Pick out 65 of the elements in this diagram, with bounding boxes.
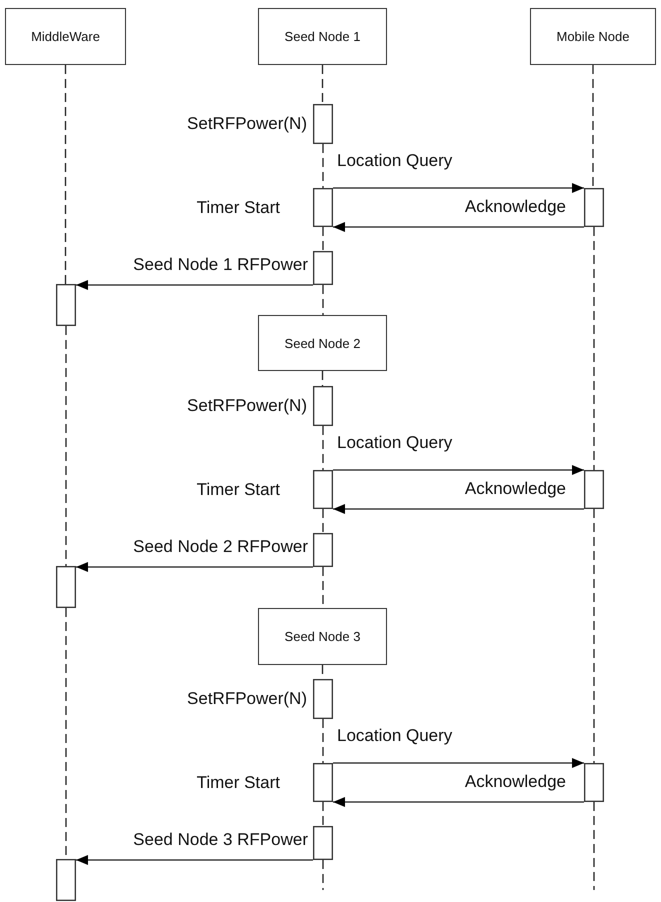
participant-name: Mobile Node	[556, 29, 630, 44]
operation-label: SetRFPower(N)	[187, 114, 307, 134]
activation-bar	[56, 566, 76, 608]
activation-bar	[584, 188, 604, 227]
activation-bar	[313, 188, 333, 227]
lifeline	[65, 326, 67, 566]
message-arrow	[333, 758, 584, 768]
lifeline	[322, 371, 324, 386]
activation-bar	[584, 470, 604, 509]
message-label: Seed Node 1 RFPower	[133, 255, 308, 275]
message-label: Seed Node 2 RFPower	[133, 537, 308, 557]
operation-label: SetRFPower(N)	[187, 396, 307, 416]
message-arrow	[333, 504, 584, 514]
message-arrow	[76, 855, 313, 865]
message-label: Location Query	[337, 726, 452, 746]
message-arrow	[333, 183, 584, 193]
message-label: Location Query	[337, 433, 452, 453]
message-arrow	[333, 797, 584, 807]
lifeline-header-box	[5, 8, 126, 65]
lifeline-header-box	[258, 315, 387, 371]
message-arrow	[333, 465, 584, 475]
lifeline-header-box	[258, 608, 387, 665]
lifeline	[322, 860, 324, 890]
message-arrow	[333, 222, 584, 232]
timer-label: Timer Start	[196, 480, 280, 500]
lifeline	[322, 509, 324, 533]
operation-label: SetRFPower(N)	[187, 689, 307, 709]
lifeline	[322, 144, 324, 188]
activation-bar	[313, 533, 333, 567]
message-label: Acknowledge	[464, 478, 566, 498]
lifeline	[322, 802, 324, 826]
activation-bar	[313, 763, 333, 802]
message-label: Location Query	[337, 151, 452, 171]
lifeline	[322, 227, 324, 251]
lifeline	[592, 65, 594, 188]
activation-bar	[313, 386, 333, 426]
lifeline	[593, 802, 595, 890]
lifeline-header-box	[530, 8, 656, 65]
participant-name: Seed Node 3	[284, 629, 360, 644]
participant-name: Seed Node 1	[284, 29, 360, 44]
lifeline	[322, 426, 324, 470]
activation-bar	[313, 679, 333, 719]
message-label: Acknowledge	[464, 196, 566, 216]
activation-bar	[56, 859, 76, 901]
lifeline	[593, 227, 595, 470]
lifeline	[322, 65, 324, 104]
activation-bar	[313, 251, 333, 285]
message-label: Acknowledge	[464, 772, 566, 792]
activation-bar	[584, 763, 604, 802]
activation-bar	[313, 470, 333, 509]
lifeline	[322, 285, 324, 315]
lifeline-header-box	[258, 8, 387, 65]
timer-label: Timer Start	[196, 772, 280, 792]
activation-bar	[313, 104, 333, 144]
message-label: Seed Node 3 RFPower	[133, 830, 308, 850]
lifeline	[322, 719, 324, 763]
timer-label: Timer Start	[196, 198, 280, 218]
lifeline	[593, 509, 595, 763]
message-arrow	[76, 280, 313, 290]
message-arrow	[76, 562, 313, 572]
activation-bar	[56, 284, 76, 326]
activation-bar	[313, 826, 333, 860]
participant-name: MiddleWare	[31, 29, 100, 44]
lifeline	[64, 65, 66, 284]
participant-name: Seed Node 2	[284, 336, 360, 350]
